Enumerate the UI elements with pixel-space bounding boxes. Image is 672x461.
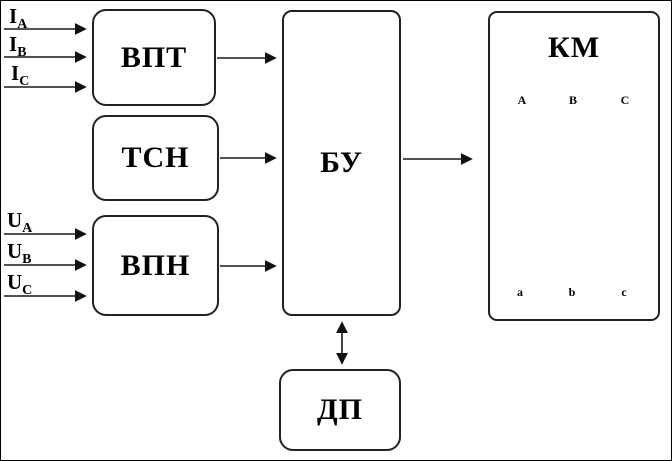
input-label-ic-main: I — [11, 61, 20, 85]
input-label-ia-main: I — [9, 4, 18, 28]
input-label-ic-sub: C — [19, 74, 30, 90]
block-km: КМ — [488, 11, 660, 321]
contactor-phase-a-bottom-label: a — [517, 285, 523, 299]
block-bu: БУ — [282, 10, 401, 316]
input-label-ib-main: I — [9, 32, 18, 56]
contactor-phase-b-bottom-label: b — [568, 285, 576, 299]
block-bu-label: БУ — [320, 146, 363, 179]
block-vpn: ВПН — [92, 215, 219, 316]
input-label-ua-sub: A — [22, 221, 33, 237]
input-label-ua-main: U — [7, 208, 23, 232]
input-label-ub-sub: B — [22, 252, 32, 268]
block-vpt: ВПТ — [92, 9, 216, 106]
input-label-ub-main: U — [7, 239, 23, 263]
contactor-phase-c-bottom-label: c — [621, 285, 627, 299]
input-label-ib: IB — [9, 34, 27, 60]
block-km-label: КМ — [547, 31, 601, 64]
input-label-ic: IC — [11, 63, 29, 89]
input-label-ua: UA — [7, 210, 32, 236]
input-label-ib-sub: B — [17, 45, 27, 61]
contactor-phase-a-top-label: A — [517, 93, 527, 107]
block-vpn-label: ВПН — [120, 248, 191, 282]
input-label-uc-sub: C — [22, 283, 33, 299]
input-label-ia-sub: A — [17, 17, 28, 33]
block-tsn-label: ТСН — [121, 141, 190, 174]
contactor-phase-b-top-label: B — [568, 93, 578, 107]
block-dp-label: ДП — [317, 393, 363, 426]
block-vpt-label: ВПТ — [120, 40, 188, 74]
input-label-uc: UC — [7, 272, 32, 298]
block-tsn: ТСН — [92, 115, 219, 201]
input-label-ia: IA — [9, 6, 27, 32]
contactor-phase-c-top-label: C — [620, 93, 630, 107]
input-label-ub: UB — [7, 241, 32, 267]
block-dp: ДП — [279, 369, 401, 451]
input-label-uc-main: U — [7, 270, 23, 294]
